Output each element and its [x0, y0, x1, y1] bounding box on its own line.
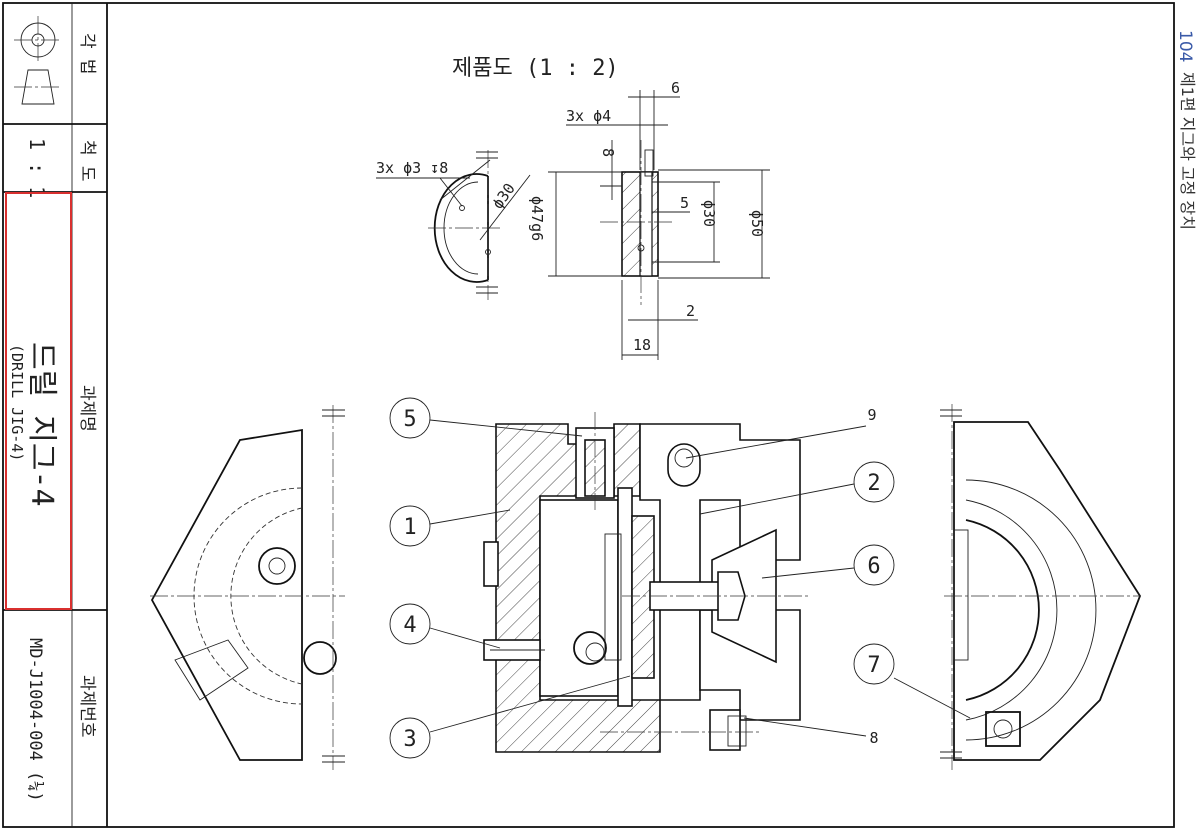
scale-label: 척 도 — [77, 140, 97, 182]
task-name-ko: 드릴 지그-4 — [24, 342, 59, 507]
dim-five: 5 — [680, 194, 689, 212]
task-name-en: (DRILL JIG-4) — [8, 344, 26, 461]
svg-text:6: 6 — [867, 554, 880, 579]
balloon-5: 5 — [389, 397, 583, 439]
assembly-left-view — [150, 405, 345, 770]
dim-pcd: ϕ30 — [489, 180, 519, 213]
dim-holes-left: 3x ϕ3 ↧8 — [376, 159, 448, 177]
task-number-label: 과제번호 — [77, 675, 97, 738]
dim-eighteen: 18 — [633, 336, 651, 354]
balloon-2: 2 — [699, 461, 895, 515]
dim-two: 2 — [686, 302, 695, 320]
svg-text:8: 8 — [869, 729, 878, 747]
svg-text:7: 7 — [867, 653, 880, 678]
dim-holes-top: 3x ϕ4 — [566, 107, 611, 125]
task-name-label: 과제명 — [77, 385, 97, 432]
page-number: 104 — [1175, 30, 1195, 62]
balloon-1: 1 — [389, 505, 511, 547]
dim-d50: ϕ50 — [748, 210, 766, 237]
chapter-title: 제1편 지그와 고정 장치 — [1178, 72, 1197, 230]
task-name-highlight — [5, 192, 72, 610]
dim-d47: ϕ47g6 — [528, 196, 546, 241]
product-section-view — [600, 140, 672, 305]
sheet-border — [2, 2, 1175, 828]
dim-six: 6 — [671, 79, 680, 97]
svg-text:3: 3 — [403, 727, 416, 752]
svg-text:1: 1 — [403, 515, 416, 540]
svg-text:2: 2 — [867, 471, 880, 496]
balloon-3: 3 — [389, 675, 631, 759]
task-number: MD-J1004-004 (¼) — [25, 638, 45, 802]
balloon-6: 6 — [761, 544, 895, 586]
svg-text:4: 4 — [403, 613, 416, 638]
dim-d30: ϕ30 — [700, 200, 718, 227]
product-front-view — [428, 150, 531, 300]
balloon-8: 8 — [743, 717, 879, 747]
assembly-section-view — [483, 412, 810, 753]
balloon-9: 9 — [685, 406, 877, 459]
balloon-4: 4 — [389, 603, 501, 649]
svg-text:9: 9 — [867, 406, 876, 424]
scale-value: 1 : 1 — [25, 138, 49, 198]
projection-label: 각 법 — [77, 33, 97, 75]
product-view-title: 제품도 (1 : 2) — [452, 56, 619, 81]
projection-symbol-icon — [14, 16, 62, 105]
dim-eight: 8 — [599, 148, 617, 157]
assembly-right-view — [940, 404, 1142, 770]
balloon-7: 7 — [853, 643, 971, 719]
svg-text:5: 5 — [403, 407, 416, 432]
